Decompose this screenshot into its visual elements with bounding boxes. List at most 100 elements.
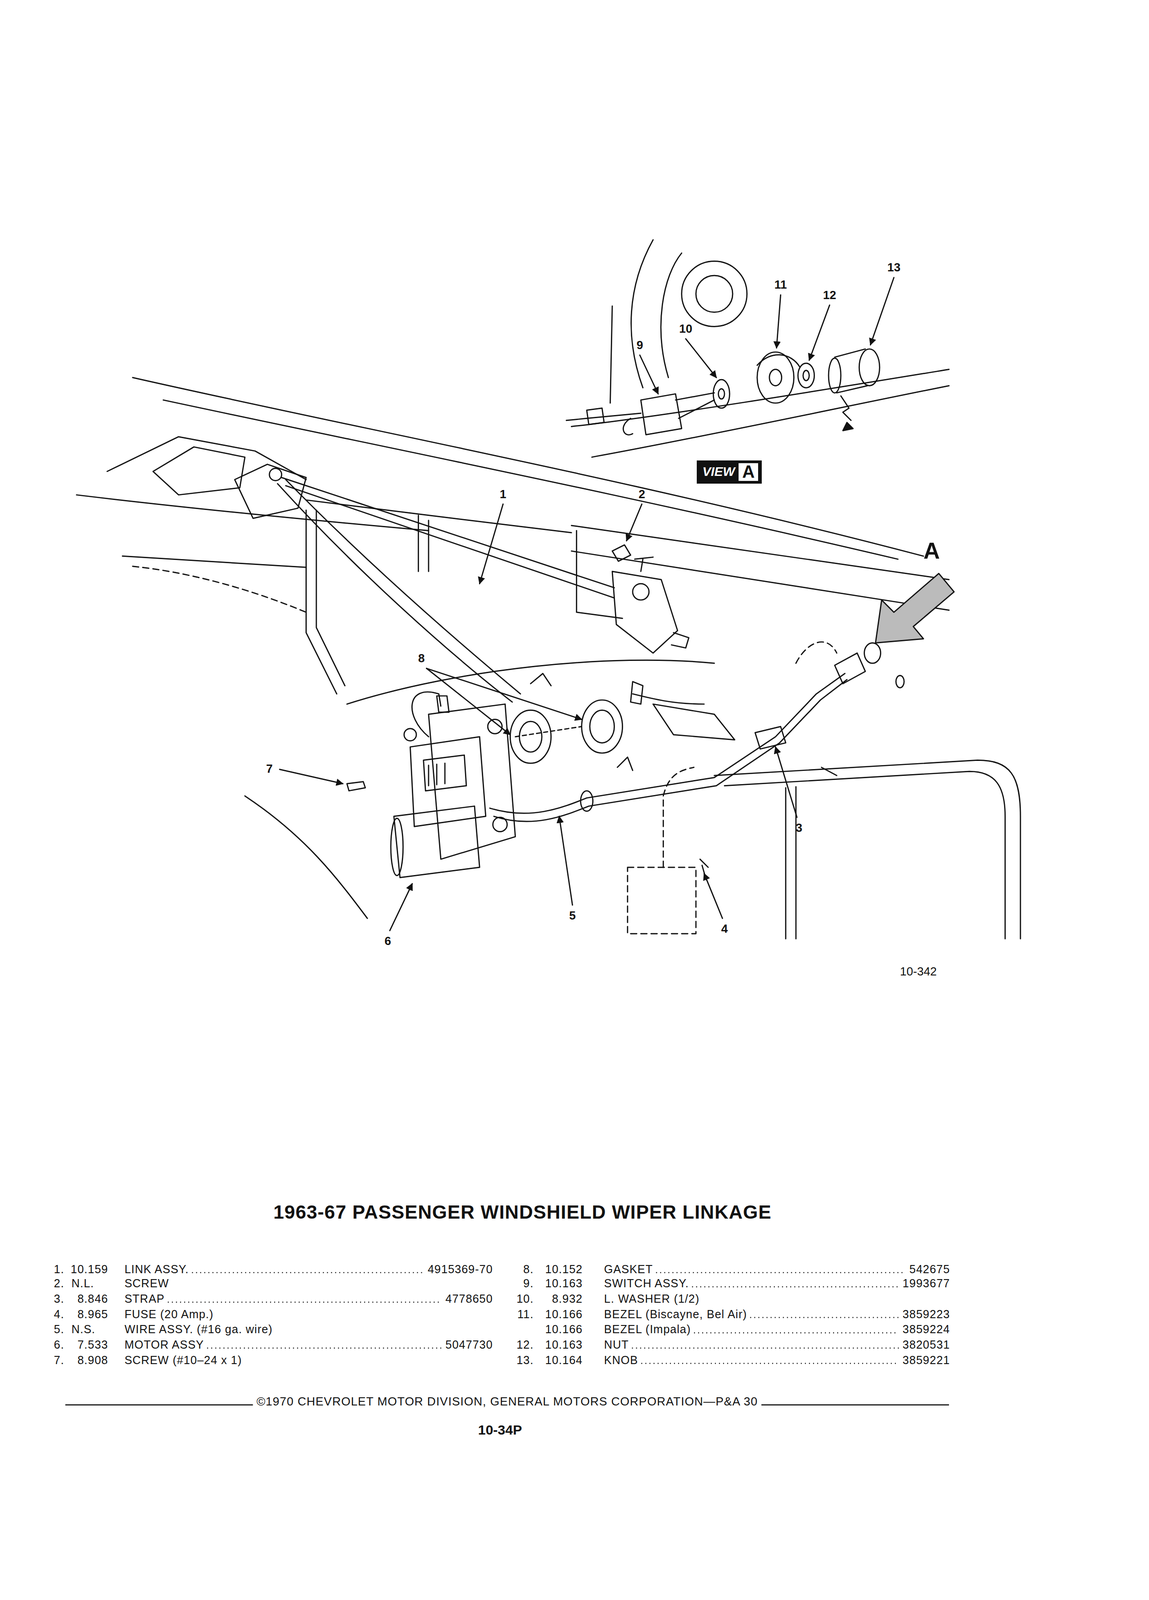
wiring-and-fuse-stroke bbox=[489, 673, 845, 814]
view-label-box: VIEWA bbox=[696, 460, 762, 485]
view-a-inset-stroke bbox=[610, 305, 613, 403]
parts-list-cell: SCREW bbox=[124, 1277, 170, 1291]
callout-number: 3 bbox=[795, 820, 803, 835]
link-assembly-stroke bbox=[281, 477, 615, 588]
parts-list-cell: 5. bbox=[54, 1323, 65, 1337]
parts-list-cell: GASKET bbox=[604, 1263, 653, 1276]
parts-list-cell: FUSE (20 Amp.) bbox=[124, 1308, 214, 1321]
gasket-and-firewall-stroke bbox=[581, 699, 623, 754]
gasket-and-firewall-stroke bbox=[589, 709, 615, 743]
callout-number: 10 bbox=[679, 322, 693, 336]
parts-list-cell: SCREW (#10–24 x 1) bbox=[124, 1353, 242, 1367]
view-a-inset-stroke bbox=[803, 370, 810, 381]
parts-list-cell: 1993677 bbox=[902, 1277, 950, 1291]
leader-lines-stroke bbox=[704, 873, 723, 919]
dot-leader bbox=[692, 1286, 900, 1288]
parts-list-cell: 8.908 bbox=[77, 1353, 109, 1367]
dot-leader bbox=[168, 1301, 442, 1304]
view-arrow-stroke bbox=[875, 573, 955, 644]
view-arrow-letter: A bbox=[923, 538, 940, 564]
wiper-motor-stroke bbox=[390, 818, 404, 876]
parts-list-cell: 10.166 bbox=[544, 1308, 583, 1321]
dot-leader bbox=[694, 1332, 900, 1334]
wiper-motor-stroke bbox=[428, 763, 445, 786]
wiper-motor-stroke bbox=[428, 704, 516, 860]
parts-list-cell: 10.159 bbox=[70, 1263, 109, 1276]
dot-leader bbox=[632, 1347, 899, 1349]
door-frame bbox=[714, 759, 1021, 939]
view-a-inset-stroke bbox=[681, 261, 748, 327]
wiring-and-fuse bbox=[489, 641, 905, 934]
leader-lines-stroke bbox=[685, 338, 717, 378]
parts-list-cell: KNOB bbox=[604, 1353, 639, 1367]
link-assembly-stroke bbox=[612, 571, 678, 654]
view-a-inset-stroke bbox=[757, 354, 800, 368]
parts-list-cell: BEZEL (Impala) bbox=[604, 1323, 691, 1337]
parts-list-cell: SWITCH ASSY. bbox=[604, 1277, 690, 1291]
parts-list-cell: 5047730 bbox=[445, 1338, 493, 1352]
gasket-and-firewall-stroke bbox=[653, 704, 735, 740]
wiper-motor-stroke bbox=[423, 754, 467, 791]
cowl-panels-stroke bbox=[132, 566, 307, 613]
gasket-and-firewall-stroke bbox=[632, 694, 705, 705]
leader-lines bbox=[279, 277, 895, 931]
wiring-and-fuse-stroke bbox=[627, 867, 696, 934]
callout-number: 4 bbox=[721, 922, 728, 936]
cowl-panels-stroke bbox=[153, 446, 245, 495]
callout-number: 5 bbox=[569, 909, 576, 923]
parts-list-cell: 3859223 bbox=[902, 1308, 950, 1321]
view-a-inset-stroke bbox=[859, 349, 880, 386]
callout-number: 2 bbox=[638, 487, 645, 501]
wiring-and-fuse-stroke bbox=[580, 790, 593, 812]
parts-list-cell: N.S. bbox=[71, 1323, 96, 1337]
view-a-inset-stroke bbox=[591, 385, 950, 458]
cowl-panels-stroke bbox=[122, 555, 306, 568]
wiper-motor-stroke bbox=[404, 728, 417, 741]
parts-list-cell: LINK ASSY. bbox=[124, 1263, 190, 1276]
parts-list-cell: 4. bbox=[54, 1308, 65, 1321]
callout-number: 12 bbox=[823, 288, 837, 302]
view-a-inset-stroke bbox=[842, 422, 853, 431]
parts-list-cell: 7. bbox=[54, 1353, 65, 1367]
view-a-inset-stroke bbox=[675, 392, 715, 419]
cowl-panels-stroke bbox=[163, 399, 898, 560]
gasket-and-firewall-stroke bbox=[530, 673, 633, 771]
link-assembly-stroke bbox=[634, 557, 653, 572]
callout-number: 11 bbox=[774, 278, 788, 292]
wiring-and-fuse-stroke bbox=[795, 641, 837, 664]
link-assembly-stroke bbox=[285, 479, 521, 694]
callout-number: 1 bbox=[499, 487, 507, 501]
rule-line bbox=[65, 1404, 254, 1406]
link-assembly bbox=[277, 477, 690, 703]
cowl-panels-stroke bbox=[306, 509, 337, 694]
parts-list-cell: 8.932 bbox=[551, 1292, 583, 1306]
cowl-panels-stroke bbox=[132, 377, 924, 557]
gasket-and-firewall bbox=[244, 659, 735, 919]
link-assembly-stroke bbox=[632, 583, 650, 600]
door-frame-stroke bbox=[821, 767, 837, 776]
parts-list-cell: L. WASHER (1/2) bbox=[604, 1292, 700, 1306]
wiring-and-fuse-stroke bbox=[663, 767, 694, 868]
view-word: VIEW bbox=[702, 464, 735, 480]
page-number: 10-34P bbox=[478, 1422, 523, 1438]
dot-leader bbox=[750, 1316, 900, 1319]
parts-list-cell: 3859221 bbox=[902, 1353, 950, 1367]
parts-list-cell: N.L. bbox=[71, 1277, 95, 1291]
link-assembly-stroke bbox=[285, 485, 615, 599]
view-a-inset-stroke bbox=[769, 369, 782, 386]
view-a-inset-stroke bbox=[840, 395, 851, 421]
link-assembly-stroke bbox=[671, 632, 689, 649]
wiper-motor-stroke bbox=[346, 781, 365, 791]
leader-lines-stroke bbox=[626, 504, 643, 541]
cowl-panels-stroke bbox=[76, 494, 429, 531]
view-a-inset-stroke bbox=[631, 239, 654, 389]
view-a-inset-stroke bbox=[566, 408, 641, 425]
gasket-and-firewall-stroke bbox=[519, 721, 542, 752]
leader-lines-stroke bbox=[559, 816, 573, 905]
wiring-and-fuse-stroke bbox=[864, 642, 881, 664]
leader-lines-stroke bbox=[389, 883, 413, 931]
parts-list-cell: 3820531 bbox=[902, 1338, 950, 1352]
parts-list-cell: 542675 bbox=[909, 1263, 950, 1276]
parts-list-cell: 8.965 bbox=[77, 1308, 109, 1321]
parts-list-cell: 3. bbox=[54, 1292, 65, 1306]
